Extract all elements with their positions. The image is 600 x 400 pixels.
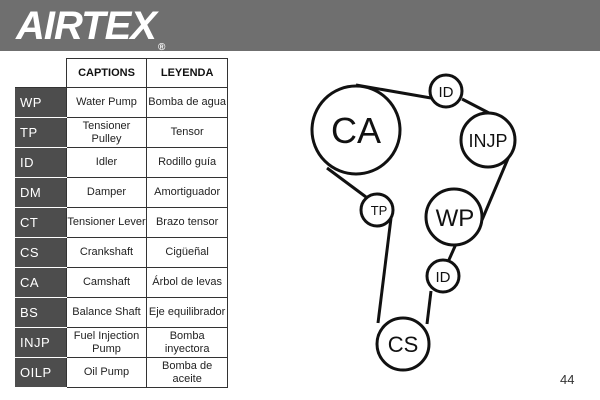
legend-code-cell: WP [15,87,67,118]
legend-code-cell: CT [15,207,67,238]
pulley-tp-circle [359,192,395,228]
pulley-cs-circle [375,316,431,372]
pulley-tp: TP [359,192,395,228]
legend-code-cell: BS [15,297,67,328]
legend-caption-cell: Idler [65,147,148,178]
legend-caption-cell: Tensioner Pulley [65,117,148,148]
pulley-ca-label: CA [331,110,381,151]
logo-text: AIRTEX [16,4,157,48]
legend-caption-cell: Tensioner Lever [65,207,148,238]
belt-segment-wp-id [446,243,458,263]
registered-mark: ® [157,42,165,53]
pulley-cs-label: CS [388,332,419,357]
legend-header-captions: CAPTIONS [65,58,148,88]
legend-leyenda-cell: Amortiguador [146,177,228,208]
pulley-id-top: ID [428,73,464,109]
header-bar: AIRTEX® [0,0,600,53]
belt-segment-tp-ca [326,166,367,199]
legend-code-cell: CA [15,267,67,298]
legend-code-cell: DM [15,177,67,208]
belt-segment-cs-tp [376,209,394,324]
legend-leyenda-cell: Rodillo guía [146,147,228,178]
legend-caption-cell: Balance Shaft [65,297,148,328]
legend-leyenda-cell: Bomba de aceite [146,357,228,388]
pulley-injp-label: INJP [468,131,507,151]
legend-leyenda-cell: Cigüeñal [146,237,228,268]
pulley-wp-circle [424,187,484,247]
legend-caption-cell: Damper [65,177,148,208]
legend-code-cell: OILP [15,357,67,388]
legend-caption-cell: Fuel Injection Pump [65,327,148,358]
pulley-tp-label: TP [371,203,388,218]
pulley-wp-label: WP [436,205,475,232]
legend-caption-cell: Camshaft [65,267,148,298]
legend-leyenda-cell: Bomba inyectora [146,327,228,358]
pulley-id-bottom-circle [425,258,461,294]
pulley-id-bottom: ID [425,258,461,294]
pulley-injp: INJP [459,111,517,169]
airtex-logo: AIRTEX® [16,4,165,53]
pulley-ca-circle [310,84,402,176]
belt-segment-id-cs [425,290,433,325]
pulley-injp-circle [459,111,517,169]
belt-segment-id-injp [461,97,490,115]
legend-header-row: CAPTIONS LEYENDA [15,58,228,88]
pulley-cs: CS [375,316,431,372]
legend-leyenda-cell: Árbol de levas [146,267,228,298]
legend-caption-cell: Oil Pump [65,357,148,388]
legend-header-leyenda: LEYENDA [146,58,228,88]
pulley-id-bottom-label: ID [436,269,451,286]
legend-code-cell: ID [15,147,67,178]
legend-code-cell: INJP [15,327,67,358]
legend-caption-cell: Water Pump [65,87,148,118]
pulley-wp: WP [424,187,484,247]
page-number: 44 [560,372,575,387]
pulley-ca: CA [310,84,402,176]
pulley-id-top-circle [428,73,464,109]
pulley-id-top-label: ID [439,84,454,101]
legend-header-blank [15,58,67,88]
